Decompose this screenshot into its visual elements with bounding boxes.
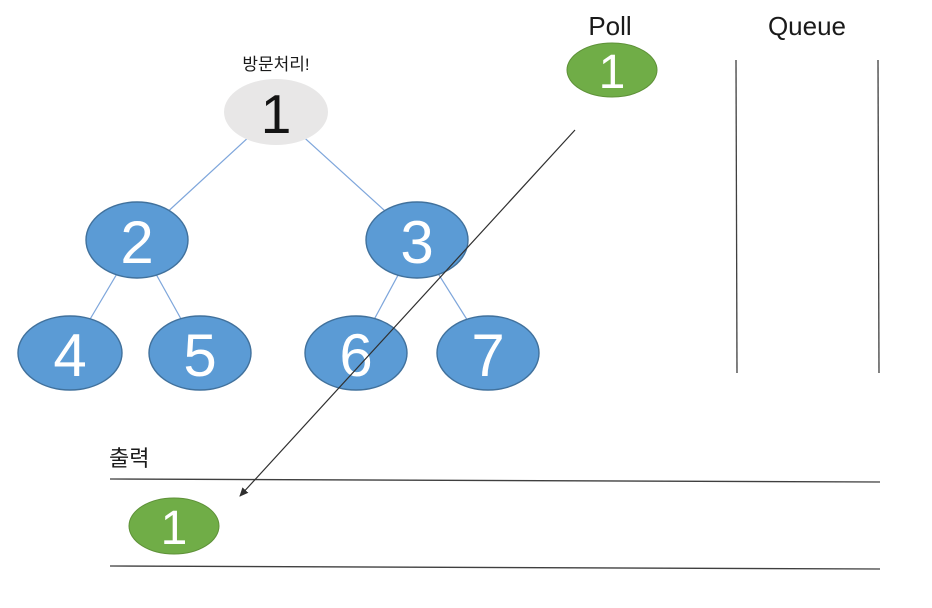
output-value-label: 1	[161, 502, 188, 555]
tree-node-5-ellipse	[148, 315, 252, 391]
poll-value-label: 1	[599, 46, 626, 99]
visit-annotation: 방문처리!	[242, 55, 309, 74]
tree-node-4-ellipse	[17, 315, 123, 391]
tree-node-3-label: 3	[400, 209, 433, 276]
queue-label: Queue	[768, 11, 846, 41]
output-top-line	[109, 478, 881, 483]
queue-left-wall	[735, 59, 738, 374]
tree-node-6-label: 6	[339, 322, 372, 389]
output-value-ellipse	[128, 497, 220, 555]
tree-node-7-label: 7	[471, 322, 504, 389]
tree-node-1-label: 1	[261, 83, 292, 145]
tree-node-4-label: 4	[53, 322, 86, 389]
output-bottom-line	[109, 565, 881, 570]
tree-node-6-ellipse	[304, 315, 408, 391]
tree-node-2-label: 2	[120, 209, 153, 276]
tree-node-5-label: 5	[183, 322, 216, 389]
tree-node-3-ellipse	[365, 201, 469, 279]
poll-label: Poll	[588, 11, 631, 41]
queue-right-wall	[877, 59, 880, 374]
tree-node-7-ellipse	[436, 315, 540, 391]
poll-value-ellipse	[566, 42, 658, 98]
tree-node-1-ellipse	[224, 79, 328, 145]
output-label: 출력	[109, 446, 149, 471]
tree-node-2-ellipse	[85, 201, 189, 279]
poll-to-output-arrow	[239, 129, 576, 497]
